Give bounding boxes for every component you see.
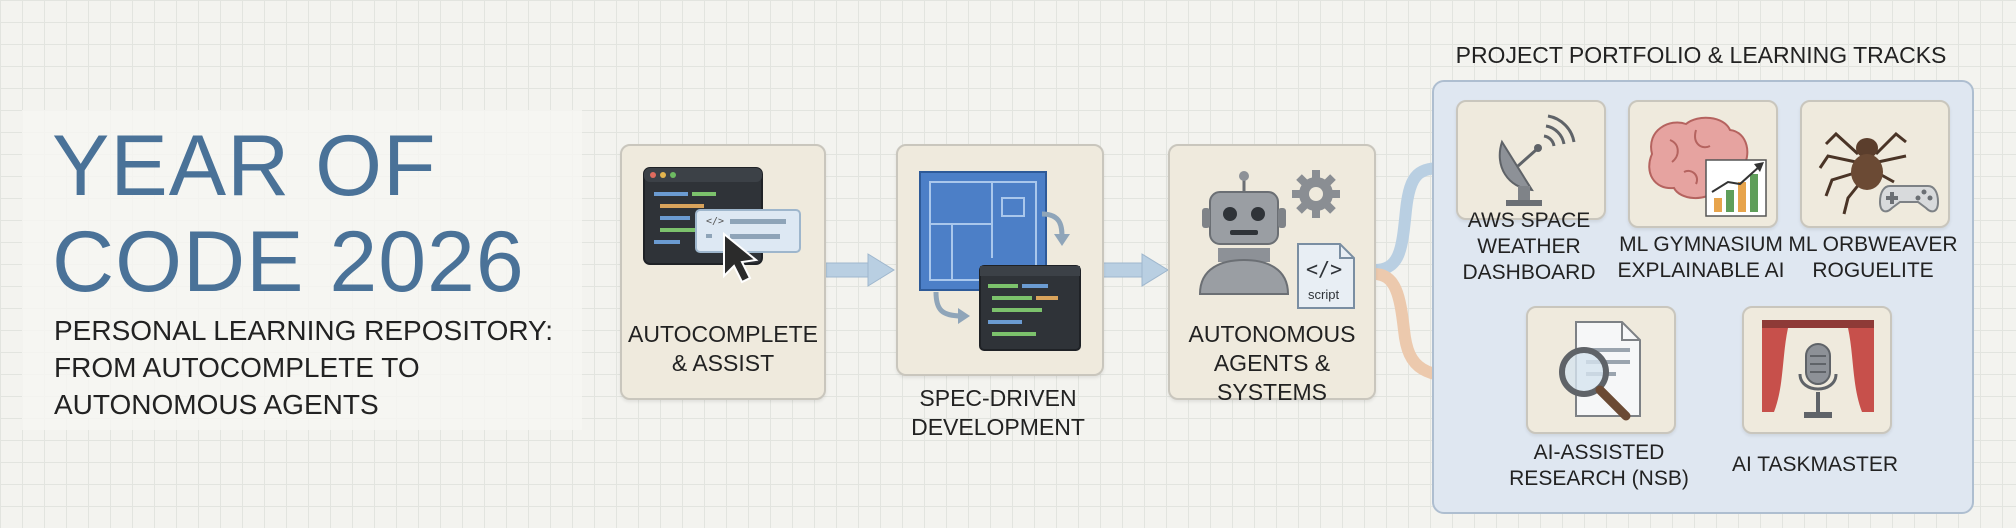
subtitle-line-1: PERSONAL LEARNING REPOSITORY: xyxy=(54,315,553,346)
stage-label-autonomous: AUTONOMOUS AGENTS & SYSTEMS xyxy=(1160,320,1384,407)
stage-3-line-1: AUTONOMOUS xyxy=(1188,321,1356,347)
page-subtitle: PERSONAL LEARNING REPOSITORY: FROM AUTOC… xyxy=(54,312,574,423)
project-2-line-1: ML GYMNASIUM xyxy=(1619,233,1783,256)
project-card-ai-research xyxy=(1526,306,1676,434)
stage-label-spec-driven: SPEC-DRIVEN DEVELOPMENT xyxy=(896,384,1100,442)
subtitle-line-2: FROM AUTOCOMPLETE TO xyxy=(54,352,420,383)
robot-script-icon: </> script xyxy=(1198,170,1355,309)
page-title-line-2: CODE 2026 xyxy=(52,214,525,310)
project-card-ml-orbweaver xyxy=(1800,100,1950,228)
project-3-line-1: ML ORBWEAVER xyxy=(1788,233,1958,256)
stage-card-autocomplete: </> AUTOCOMPLETE & ASSIST xyxy=(620,144,826,400)
arrow-stage2-to-stage3 xyxy=(1101,253,1169,287)
page-title-line-1: YEAR OF xyxy=(52,118,437,214)
svg-text:</>: </> xyxy=(706,216,724,227)
project-4-line-1: AI-ASSISTED xyxy=(1533,441,1665,464)
title-panel xyxy=(22,110,582,430)
project-label-ml-orbweaver: ML ORBWEAVER ROGUELITE xyxy=(1780,232,1966,284)
portfolio-title: PROJECT PORTFOLIO & LEARNING TRACKS xyxy=(1455,42,1947,68)
stage-label-autocomplete: AUTOCOMPLETE & ASSIST xyxy=(622,320,824,378)
satellite-dish-icon xyxy=(1498,114,1576,206)
project-card-aws xyxy=(1456,100,1606,220)
spider-gamepad-icon xyxy=(1818,131,1940,215)
document-magnifier-icon xyxy=(1559,321,1641,421)
stage-3-line-2: AGENTS & SYSTEMS xyxy=(1213,350,1331,405)
microphone-stage-icon xyxy=(1762,320,1874,418)
project-label-ml-gymnasium: ML GYMNASIUM EXPLAINABLE AI xyxy=(1606,232,1796,284)
project-1-line-3: DASHBOARD xyxy=(1462,261,1596,284)
project-1-line-1: AWS SPACE xyxy=(1467,209,1591,232)
code-editor-cursor-icon: </> xyxy=(643,167,801,284)
blueprint-code-icon xyxy=(919,171,1081,351)
project-label-ai-taskmaster: AI TASKMASTER xyxy=(1731,453,1899,476)
project-3-line-2: ROGUELITE xyxy=(1812,259,1934,282)
arrow-stage1-to-stage2 xyxy=(825,253,895,287)
project-label-aws: AWS SPACE WEATHER DASHBOARD xyxy=(1440,208,1618,286)
brain-chart-icon xyxy=(1648,116,1767,217)
svg-text:</>: </> xyxy=(1306,257,1342,281)
stage-card-spec-driven xyxy=(896,144,1104,376)
stage-card-autonomous: </> script AUTONOMOUS AGENTS & SYSTEMS xyxy=(1168,144,1376,405)
stage-2-line-2: DEVELOPMENT xyxy=(911,414,1085,440)
script-file-label: script xyxy=(1308,287,1339,302)
project-1-line-2: WEATHER xyxy=(1477,235,1581,258)
project-label-ai-research: AI-ASSISTED RESEARCH (NSB) xyxy=(1506,440,1692,492)
stage-2-line-1: SPEC-DRIVEN xyxy=(919,385,1077,411)
subtitle-line-3: AUTONOMOUS AGENTS xyxy=(54,389,379,420)
project-4-line-2: RESEARCH (NSB) xyxy=(1509,467,1689,490)
stage-1-line-2: & ASSIST xyxy=(671,350,775,376)
project-card-ai-taskmaster xyxy=(1742,306,1892,434)
page-title: YEAR OF CODE 2026 xyxy=(52,118,572,310)
gear-icon xyxy=(1292,170,1340,218)
project-card-ml-gymnasium xyxy=(1628,100,1778,228)
project-2-line-2: EXPLAINABLE AI xyxy=(1617,259,1785,282)
stage-1-line-1: AUTOCOMPLETE xyxy=(628,321,818,347)
